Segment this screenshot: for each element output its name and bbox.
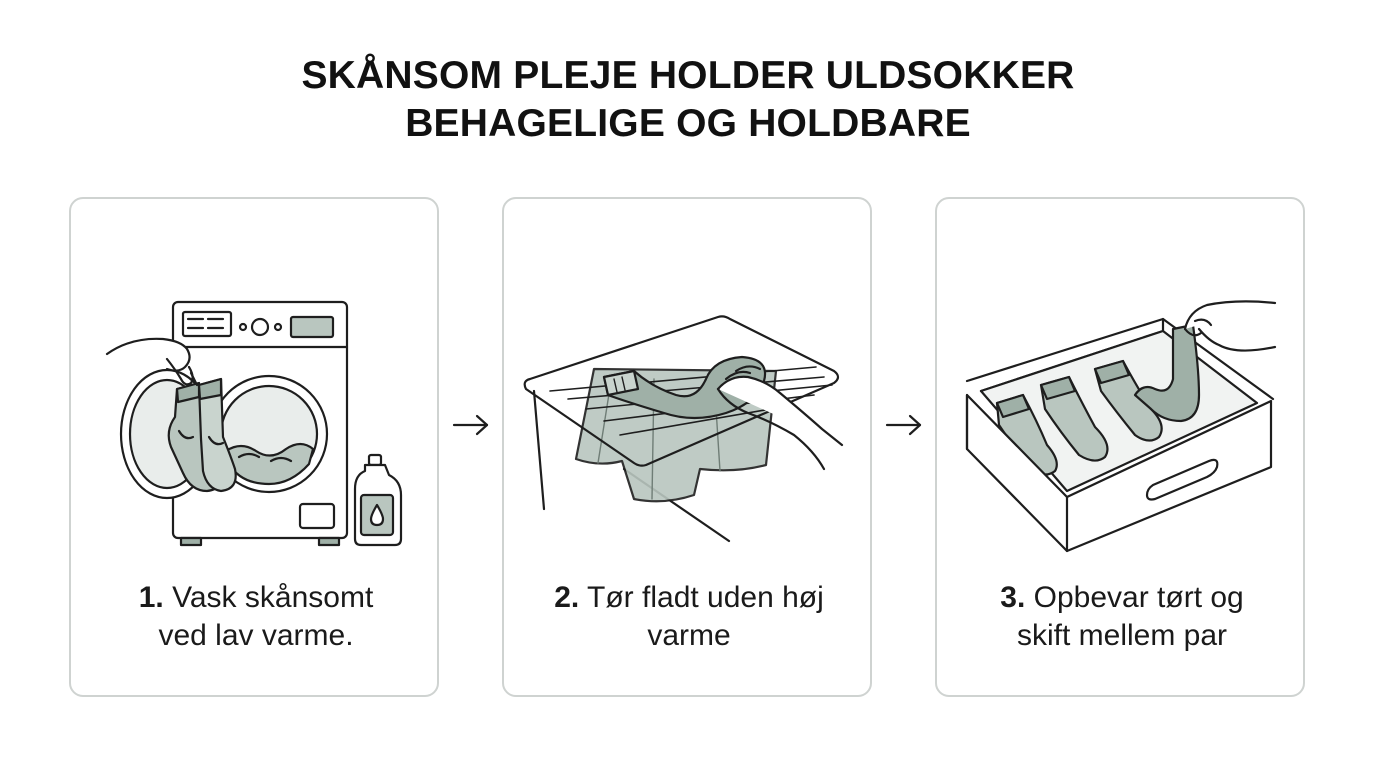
step-2-number: 2. xyxy=(554,581,580,614)
page-title: SKÅNSOM PLEJE HOLDER ULDSOKKER BEHAGELIG… xyxy=(0,52,1376,148)
step-3-line-2: skift mellem par xyxy=(1016,619,1228,652)
step-2-caption: 2. Tør fladt uden høj varme xyxy=(514,579,864,655)
washing-machine-icon xyxy=(105,300,403,547)
step-1-line-1: Vask skånsomt xyxy=(172,581,374,614)
step-3-line-1: Opbevar tørt og xyxy=(1033,581,1244,614)
step-card-store: 3. Opbevar tørt og skift mellem par xyxy=(935,197,1305,697)
step-2-line-2: varme xyxy=(647,619,731,652)
title-line-2: BEHAGELIGE OG HOLDBARE xyxy=(405,102,971,145)
arrow-right-icon xyxy=(885,414,922,436)
step-1-caption: 1. Vask skånsomt ved lav varme. xyxy=(81,579,431,655)
step-3-caption: 3. Opbevar tørt og skift mellem par xyxy=(947,579,1297,655)
step-card-dry: 2. Tør fladt uden høj varme xyxy=(502,197,872,697)
step-2-line-1: Tør fladt uden høj xyxy=(587,581,824,614)
step-1-line-2: ved lav varme. xyxy=(158,619,354,652)
drying-rack-icon xyxy=(523,315,844,543)
title-line-1: SKÅNSOM PLEJE HOLDER ULDSOKKER xyxy=(301,54,1075,97)
step-1-number: 1. xyxy=(138,581,164,614)
step-3-number: 3. xyxy=(1000,581,1026,614)
step-card-wash: 1. Vask skånsomt ved lav varme. xyxy=(69,197,439,697)
sock-drawer-icon xyxy=(965,300,1277,553)
arrow-right-icon xyxy=(452,414,489,436)
